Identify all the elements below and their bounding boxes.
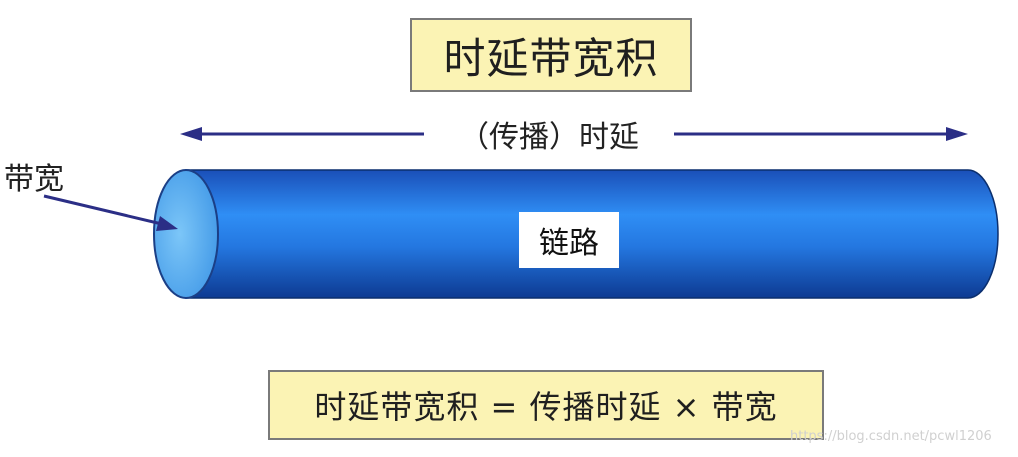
pipe-end-face (153, 169, 219, 299)
formula-box: 时延带宽积 = 传播时延 × 带宽 (268, 370, 824, 440)
delay-arrow-right-head (946, 127, 968, 141)
bandwidth-label: 带宽 (4, 162, 64, 197)
delay-arrow-left-head (180, 127, 202, 141)
bandwidth-arrow-line (43, 194, 167, 227)
delay-label: （传播）时延 (424, 112, 674, 156)
formula-text: 时延带宽积 = 传播时延 × 带宽 (314, 388, 778, 426)
title-text: 时延带宽积 (443, 33, 659, 83)
bandwidth-arrow-head (156, 216, 178, 231)
link-label-text: 链路 (539, 226, 599, 261)
link-label: 链路 (519, 212, 619, 268)
bandwidth-arrow (43, 194, 178, 231)
watermark: https://blog.csdn.net/pcwl1206 (790, 429, 992, 444)
title-box: 时延带宽积 (410, 18, 692, 92)
